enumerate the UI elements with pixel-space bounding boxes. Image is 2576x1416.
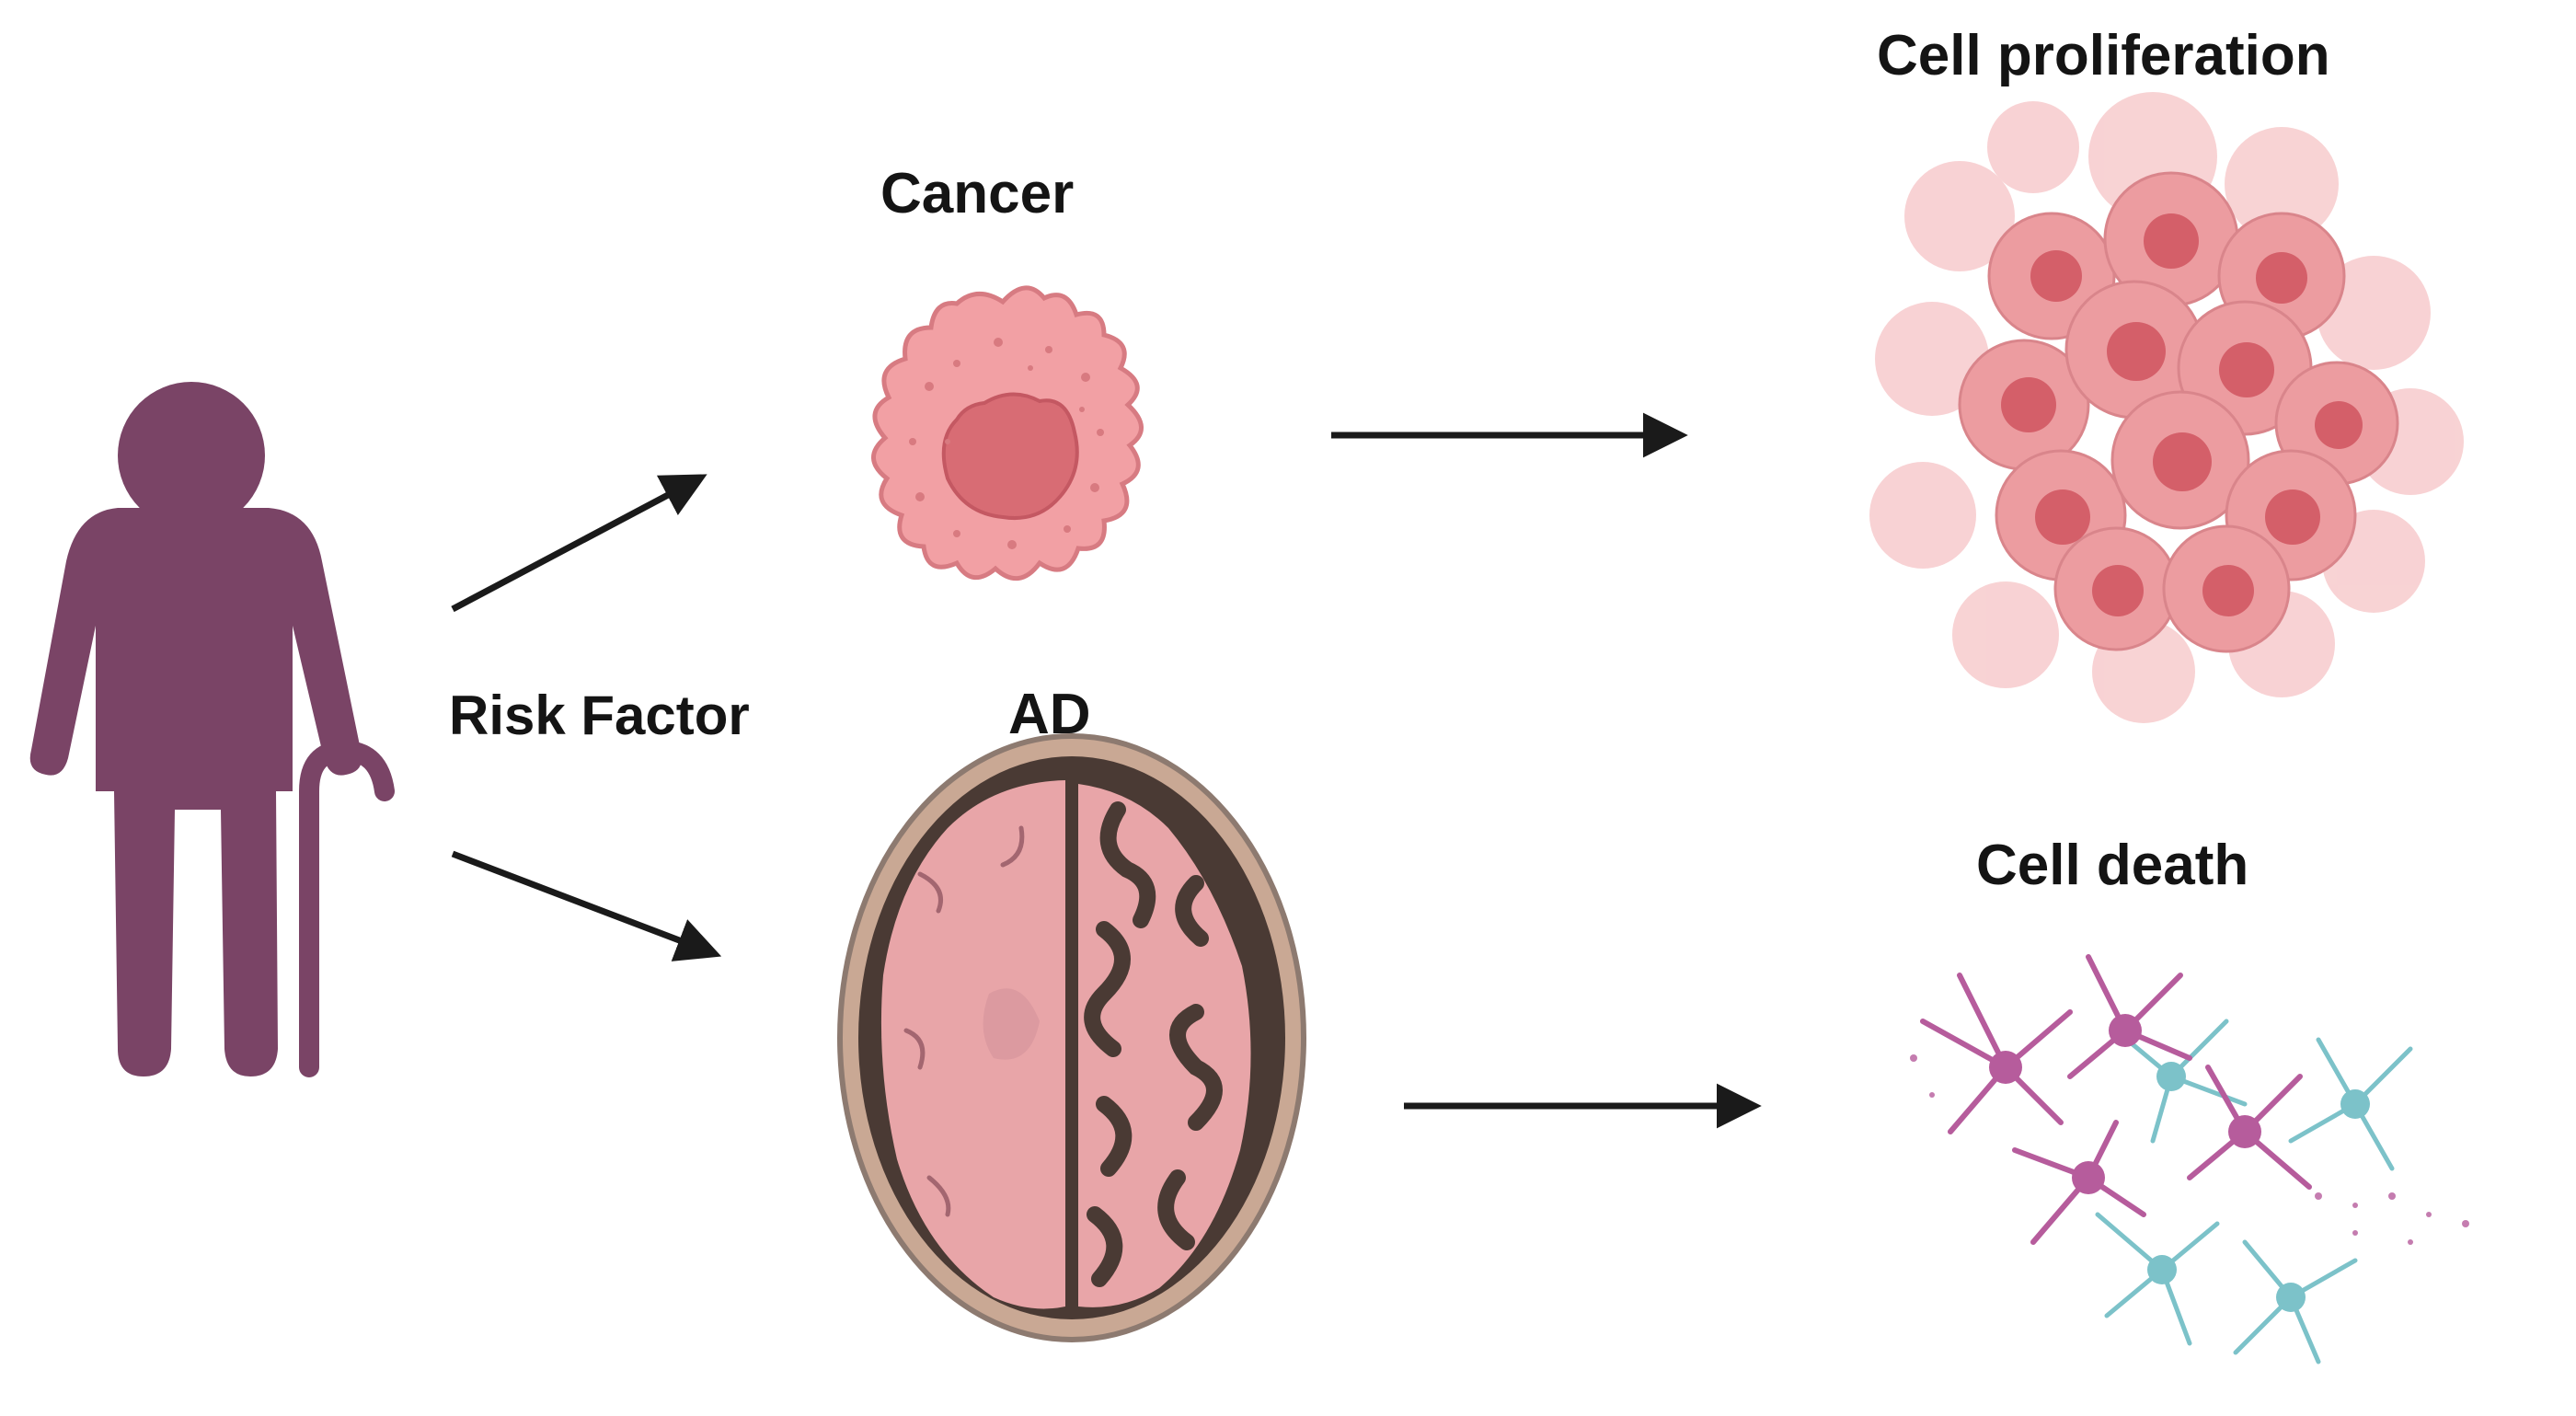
cell-proliferation-label: Cell proliferation xyxy=(1877,24,2330,87)
cell-death-label: Cell death xyxy=(1976,834,2249,897)
risk-factor-label: Risk Factor xyxy=(449,685,750,746)
cancer-label: Cancer xyxy=(880,162,1075,225)
ad-label: AD xyxy=(1008,683,1091,746)
elderly-person-with-cane-icon xyxy=(29,382,395,1077)
cancer-cell-icon xyxy=(871,285,1144,581)
neuron-network-icon xyxy=(1910,954,2469,1364)
arrow-risk-to-cancer xyxy=(451,474,707,613)
brain-cross-section-icon xyxy=(837,733,1306,1342)
arrow-risk-to-ad xyxy=(451,850,722,961)
cell-cluster-icon xyxy=(1869,92,2464,723)
